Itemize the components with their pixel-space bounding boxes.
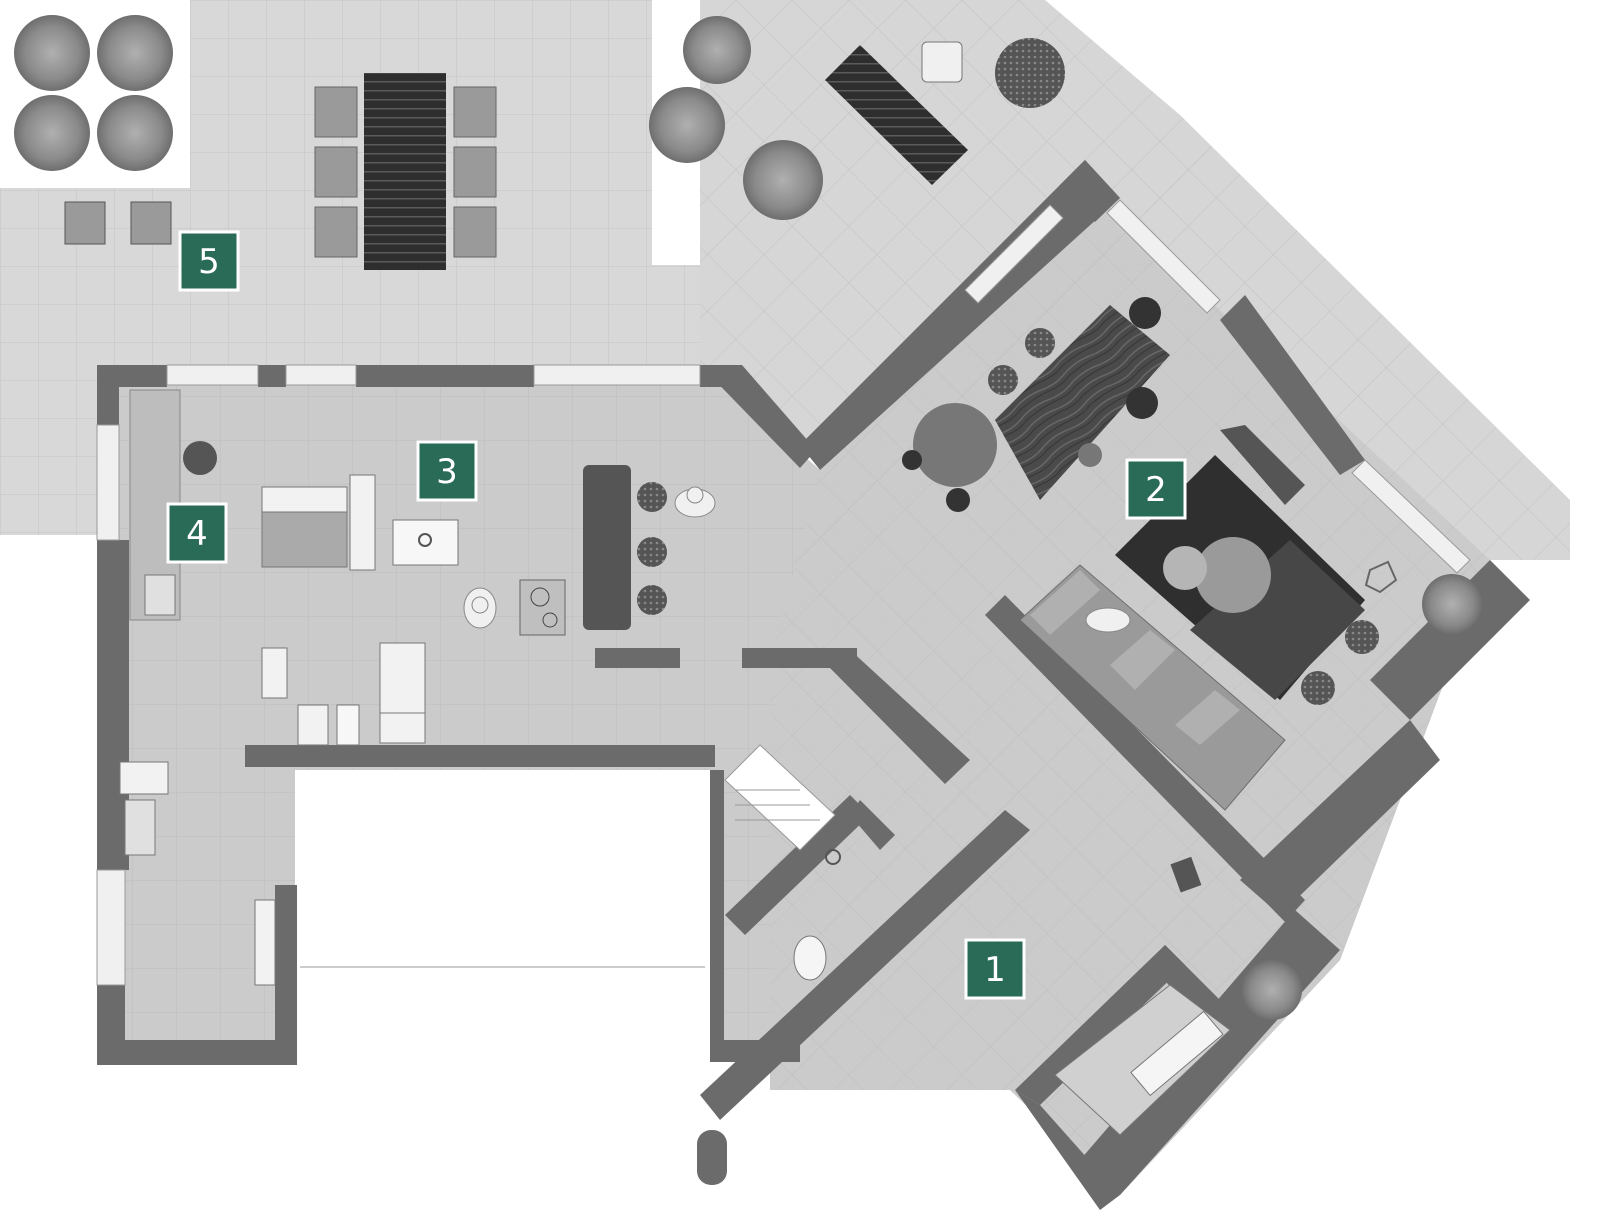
outdoor-lounge: [825, 38, 1065, 185]
svg-text:2: 2: [1145, 470, 1167, 510]
chair-icon: [453, 146, 497, 198]
outdoor-dining: [64, 73, 497, 270]
svg-text:5: 5: [198, 242, 220, 282]
room-label-5: 5: [178, 230, 240, 292]
chair-icon: [637, 585, 667, 615]
tree-icon: [649, 87, 725, 163]
chair-icon: [1301, 671, 1335, 705]
chair-icon: [64, 201, 106, 245]
chair-icon: [988, 365, 1018, 395]
chair-icon: [453, 206, 497, 258]
toilet-icon: [793, 935, 827, 981]
bathroom: [724, 744, 841, 981]
chair-icon: [1129, 297, 1161, 329]
room-label-1: 1: [964, 938, 1026, 1000]
tree-icon: [1422, 574, 1482, 634]
chair-icon: [637, 482, 667, 512]
kitchen: [119, 389, 716, 986]
room-label-2: 2: [1125, 458, 1187, 520]
tree-icon: [743, 140, 823, 220]
dining-area: [902, 297, 1170, 512]
tree-icon: [97, 15, 173, 91]
svg-text:1: 1: [984, 950, 1006, 990]
sofa-icon: [1019, 564, 1286, 811]
chair-icon: [1345, 620, 1379, 654]
room-label-3: 3: [416, 440, 478, 502]
chair-icon: [453, 86, 497, 138]
tree-icon: [683, 16, 751, 84]
tree-icon: [14, 95, 90, 171]
person-icon: [463, 486, 716, 629]
table-icon: [364, 73, 446, 270]
chair-icon: [130, 201, 172, 245]
person-icon: [1085, 607, 1131, 633]
tree-icon: [97, 95, 173, 171]
tree-icon: [1242, 960, 1302, 1020]
chair-icon: [314, 86, 358, 138]
courtyard-void: [295, 770, 710, 1060]
chair-icon: [1025, 328, 1055, 358]
svg-text:4: 4: [186, 514, 208, 554]
trees: [14, 15, 1482, 1020]
chair-icon: [314, 146, 358, 198]
entry-area: [697, 856, 1231, 1185]
chair-icon: [314, 206, 358, 258]
windows: [96, 199, 1471, 986]
chair-icon: [637, 537, 667, 567]
room-label-4: 4: [166, 502, 228, 564]
table-icon: [995, 305, 1170, 500]
chair-icon: [1126, 387, 1158, 419]
tree-icon: [14, 15, 90, 91]
svg-text:3: 3: [436, 452, 458, 492]
